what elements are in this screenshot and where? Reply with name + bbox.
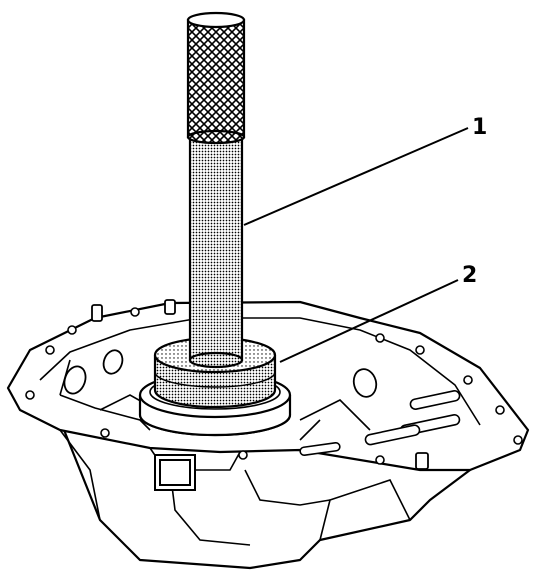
- leader-line-1: [243, 127, 469, 226]
- callout-1: 1: [472, 115, 487, 140]
- housing-slots: [299, 390, 461, 457]
- driver-handle: [186, 11, 246, 369]
- callout-2: 2: [462, 263, 477, 288]
- leader-line-2: [279, 279, 459, 363]
- housing-boss: [154, 454, 196, 491]
- transmission-housing: [6, 300, 530, 570]
- leader-lines: [243, 127, 469, 363]
- housing-ports: [63, 349, 378, 398]
- housing-studs: [91, 299, 429, 470]
